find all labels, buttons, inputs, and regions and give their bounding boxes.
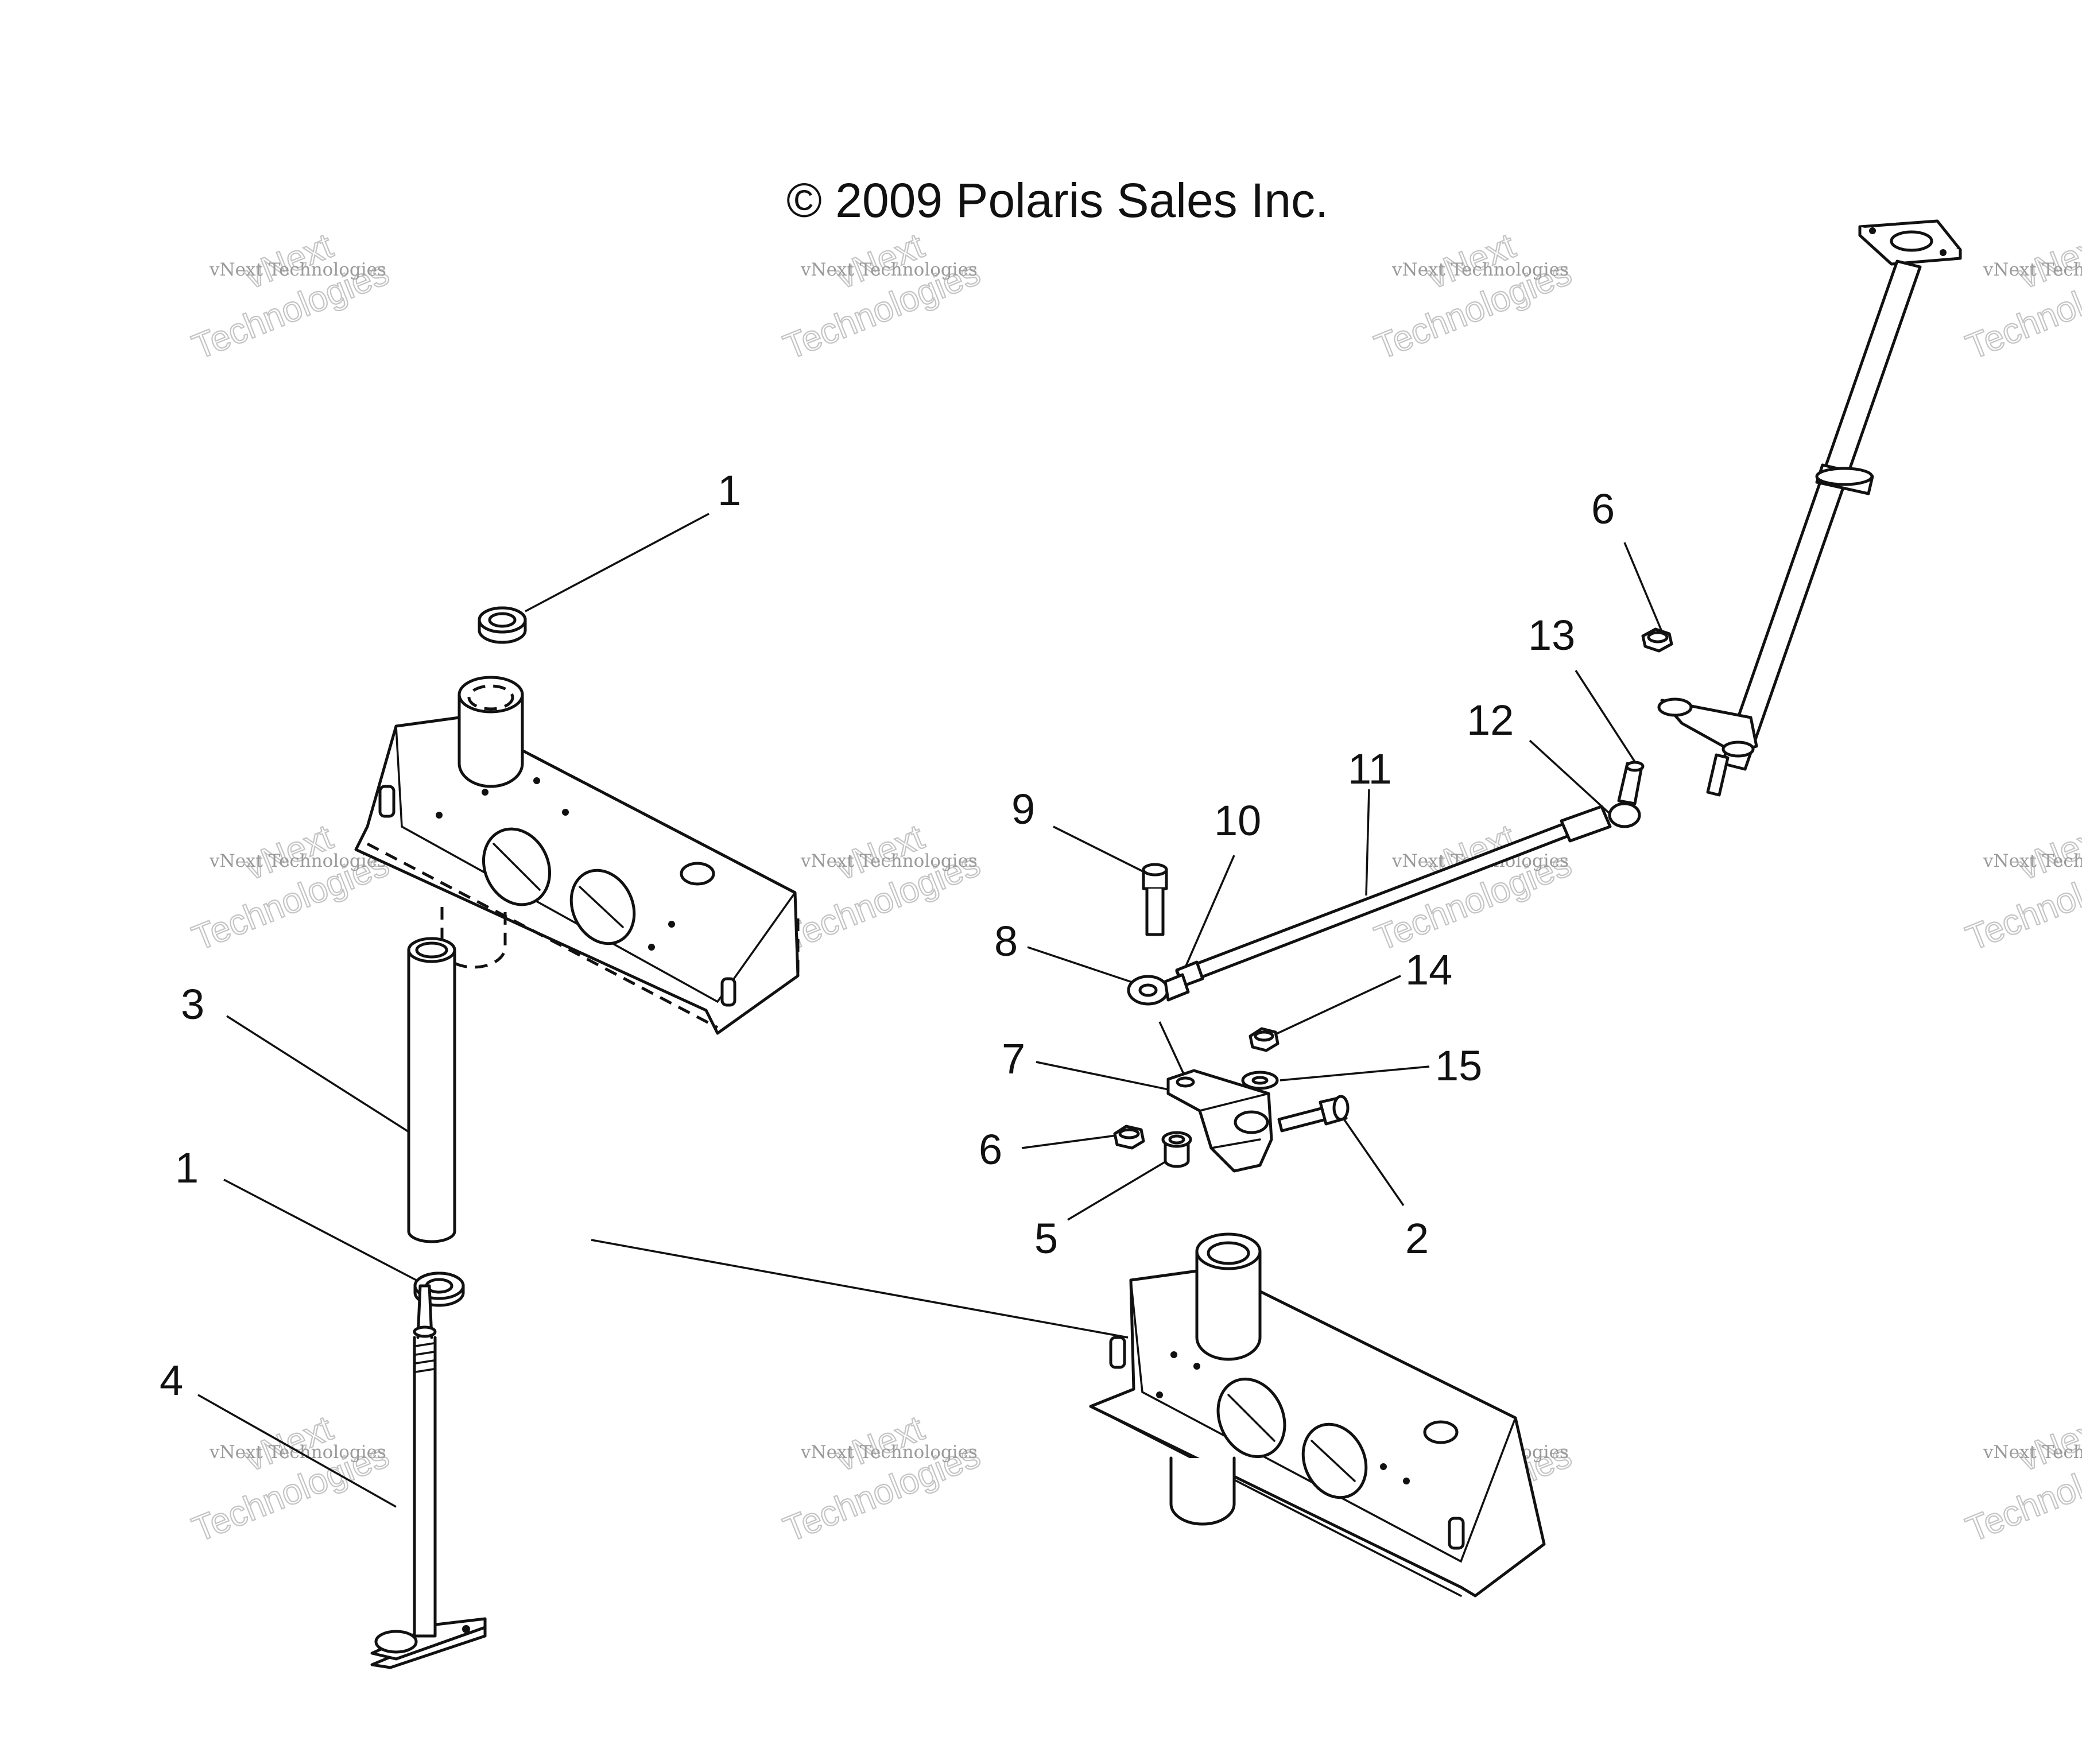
svg-text:vNext Technologies: vNext Technologies (209, 259, 386, 280)
callout-6-left: 6 (979, 1126, 1002, 1173)
callout-labels: 1 3 1 4 6 13 12 11 10 9 8 7 14 15 6 5 2 (160, 467, 1615, 1404)
svg-text:vNext Technologies: vNext Technologies (800, 259, 978, 280)
watermark: vNext Technologies vNext Technologies (187, 225, 396, 367)
callout-14: 14 (1405, 946, 1452, 994)
leader-2 (1342, 1118, 1405, 1206)
svg-text:vNext Technologies: vNext Technologies (1391, 259, 1569, 280)
svg-text:vNext Technologies: vNext Technologies (800, 1442, 978, 1463)
leader-5 (1067, 1156, 1174, 1221)
leader-1-bottom (223, 1178, 417, 1281)
callout-8: 8 (994, 917, 1018, 965)
copyright-text: © 2009 Polaris Sales Inc. (786, 173, 1328, 227)
steering-arm-7 (1166, 1069, 1273, 1173)
nut-6-right (1641, 627, 1673, 653)
watermark: vNext Technologies vNext Technologies (1960, 1408, 2082, 1550)
svg-text:vNext Technologies: vNext Technologies (800, 851, 978, 871)
watermark: vNext Technologies vNext Technologies (1960, 816, 2082, 959)
leader-14 (1271, 975, 1401, 1037)
callout-7: 7 (1002, 1035, 1025, 1083)
bushing-5 (1161, 1131, 1192, 1168)
leader-frame (591, 1239, 1129, 1339)
nut-14 (1249, 1027, 1280, 1052)
callout-11: 11 (1348, 745, 1392, 793)
callout-1-bottom: 1 (175, 1144, 199, 1192)
callout-12: 12 (1467, 696, 1514, 744)
watermark: vNext Technologies vNext Technologies (1960, 225, 2082, 367)
leader-6-left (1021, 1134, 1117, 1149)
leader-3 (226, 1015, 417, 1138)
steering-tube (407, 937, 456, 1243)
watermark: vNext Technologies vNext Technologies (778, 1408, 987, 1550)
steering-post-lower (370, 1284, 487, 1669)
leader-4 (197, 1394, 397, 1508)
callout-13: 13 (1528, 611, 1575, 659)
svg-text:vNext Technologies: vNext Technologies (1983, 1442, 2082, 1463)
watermark: vNext Technologies vNext Technologies (1369, 225, 1578, 367)
frame-lower (1089, 1232, 1546, 1598)
leader-13 (1575, 670, 1637, 764)
callout-9: 9 (1011, 785, 1035, 833)
leader-9 (1053, 825, 1146, 874)
leader-lines (197, 513, 1663, 1508)
callout-5: 5 (1034, 1215, 1058, 1262)
leader-10 (1184, 855, 1235, 968)
bushing-top (478, 606, 527, 644)
callout-15: 15 (1435, 1042, 1482, 1090)
callout-1-top: 1 (718, 467, 741, 514)
svg-text:vNext Technologies: vNext Technologies (1983, 851, 2082, 871)
bolt-2 (1277, 1095, 1350, 1133)
callout-6-right: 6 (1591, 485, 1615, 533)
callout-2: 2 (1405, 1215, 1429, 1262)
frame-upper-ghost (354, 676, 800, 1035)
rod-end-8 (1127, 973, 1190, 1006)
watermark: vNext Technologies vNext Technologies (187, 1408, 396, 1550)
callout-3: 3 (181, 980, 204, 1028)
leader-8 (1027, 946, 1134, 984)
bolt-9 (1142, 863, 1168, 936)
leader-11 (1365, 789, 1370, 896)
leader-15 (1280, 1065, 1430, 1081)
callout-4: 4 (160, 1356, 183, 1404)
watermark: vNext Technologies vNext Technologies (778, 225, 987, 367)
washer-15 (1241, 1071, 1279, 1090)
steering-column-upper (1657, 219, 1962, 797)
nut-6-left (1113, 1125, 1145, 1150)
leader-1-top (525, 513, 709, 612)
leader-6-right (1623, 542, 1663, 632)
svg-text:vNext Technologies: vNext Technologies (1983, 259, 2082, 280)
callout-10: 10 (1214, 797, 1261, 844)
watermark: vNext Technologies vNext Technologies (778, 816, 987, 959)
svg-text:vNext Technologies: vNext Technologies (209, 851, 386, 871)
leader-12 (1529, 739, 1611, 815)
leader-7 (1036, 1061, 1174, 1092)
